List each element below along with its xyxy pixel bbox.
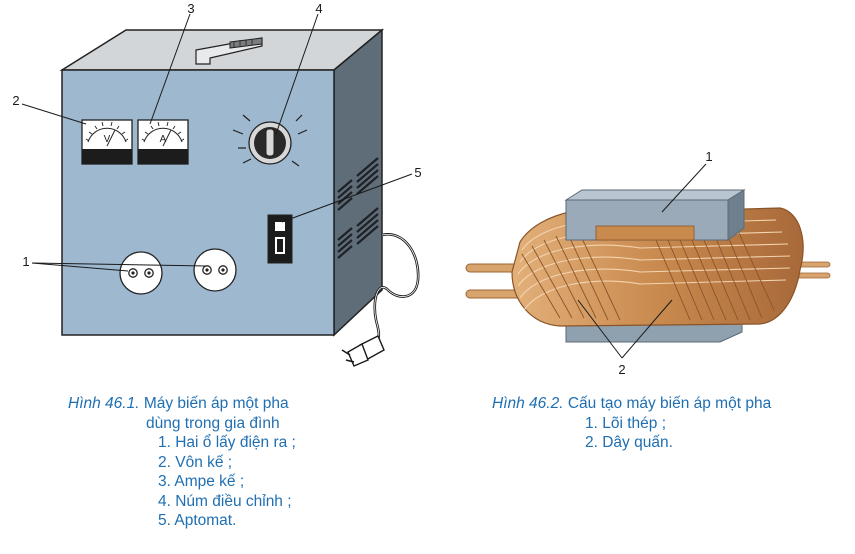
transformer-core-diagram [465, 189, 831, 343]
figure2-title: Cấu tạo máy biến áp một pha [567, 395, 772, 412]
voltmeter-letter: V [104, 134, 111, 145]
figure2-item-2: 2. Dây quấn. [585, 434, 673, 451]
aptomat-switch [267, 214, 293, 264]
figure1-leader-lines [21, 13, 413, 272]
power-cord [373, 233, 420, 341]
figure1-title-line1: Máy biến áp một pha [143, 395, 289, 412]
power-plug [341, 335, 385, 367]
fig2-callout-2: 2 [618, 362, 625, 377]
figure1-item-5: 5. Aptomat. [158, 512, 237, 529]
box-front-face [61, 69, 335, 336]
fig2-callout-1: 1 [705, 149, 712, 164]
steel-core-top [564, 189, 746, 241]
figure1-item-1: 1. Hai ổ lấy điện ra ; [158, 434, 296, 451]
fig1-callout-4: 4 [315, 1, 322, 16]
figure1-title-line2: dùng trong gia đình [146, 414, 280, 432]
figure1-item-4: 4. Núm điều chỉnh ; [158, 492, 292, 510]
figure1-item-2: 2. Vôn kế ; [158, 453, 233, 471]
figure2-leader-lines [577, 163, 707, 359]
figure2-item-1: 1. Lõi thép ; [585, 414, 667, 432]
ammeter: A [137, 119, 189, 165]
figure1-caption: Hình 46.1. Máy biến áp một pha dùng tron… [68, 394, 296, 531]
output-socket-left [119, 251, 163, 295]
figure2-label: Hình 46.2. [492, 395, 564, 412]
fig1-callout-1: 1 [22, 254, 29, 269]
figure2-caption: Hình 46.2. Cấu tạo máy biến áp một pha 1… [492, 394, 771, 453]
adjust-knob [232, 114, 308, 167]
output-socket-right [193, 248, 237, 292]
figure1-item-3: 3. Ampe kế ; [158, 473, 245, 490]
figure1-label: Hình 46.1. [68, 395, 140, 412]
figure2-caption-title: Hình 46.2. Cấu tạo máy biến áp một pha [492, 394, 771, 414]
fig1-callout-5: 5 [414, 165, 421, 180]
voltmeter: V [81, 119, 133, 165]
fig1-callout-2: 2 [12, 93, 19, 108]
ammeter-letter: A [160, 134, 167, 145]
figure1-caption-title: Hình 46.1. Máy biến áp một pha [68, 394, 296, 414]
transformer-box [59, 28, 385, 337]
carry-handle [195, 37, 263, 65]
fig1-callout-3: 3 [187, 1, 194, 16]
vent-slots [337, 157, 379, 259]
